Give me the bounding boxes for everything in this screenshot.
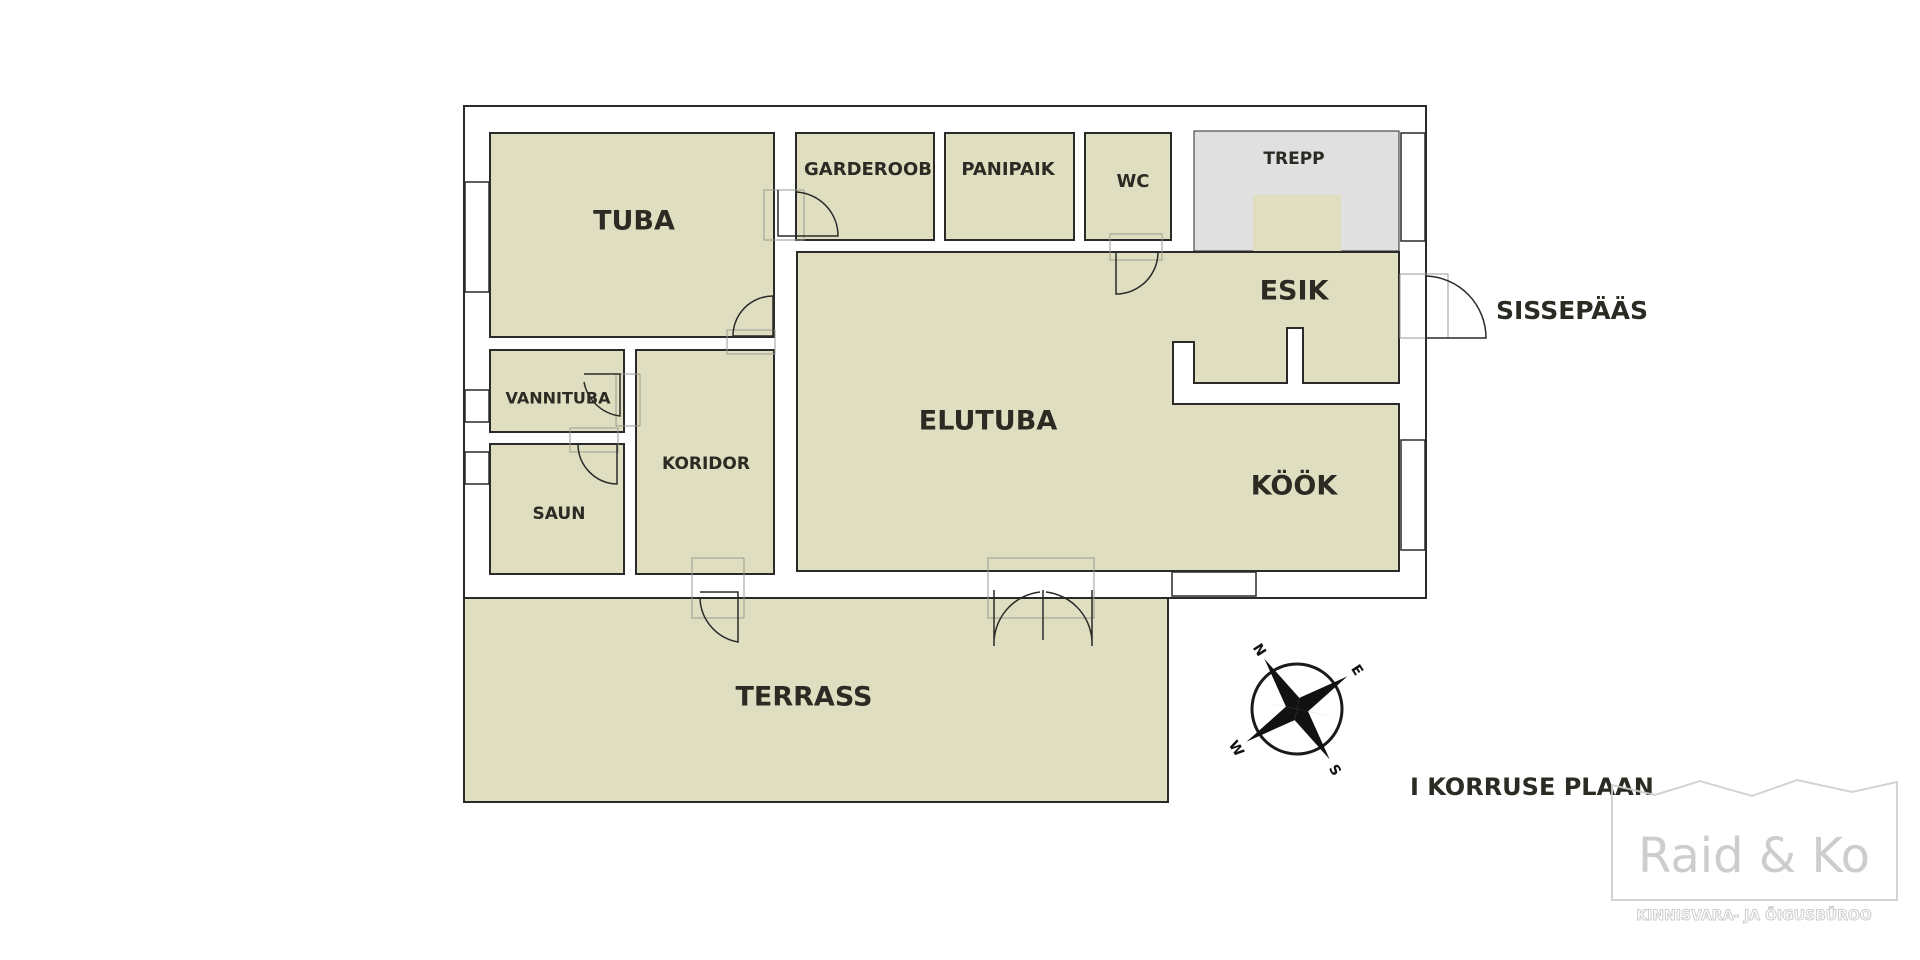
window-left-1 [464, 181, 490, 293]
label-tuba: TUBA [593, 206, 675, 237]
compass-rose: N S E W [1225, 641, 1366, 779]
label-vannituba: VANNITUBA [506, 389, 612, 408]
logo-tagline: KINNISVARA- JA ÕIGUSBÜROO [1636, 906, 1871, 924]
room-wc [1084, 132, 1172, 241]
room-elutuba-kook-esik [796, 251, 1400, 572]
door-koridor-terrace [691, 557, 745, 643]
label-terrass: TERRASS [735, 682, 872, 713]
window-right-2 [1400, 439, 1426, 551]
compass-w: W [1225, 738, 1247, 760]
door-tuba-inner [726, 295, 776, 355]
logo-name: Raid & Ko [1638, 828, 1870, 884]
room-vannituba [489, 349, 625, 433]
compass-n: N [1249, 641, 1269, 660]
room-garderoob [795, 132, 935, 241]
label-elutuba: ELUTUBA [919, 406, 1058, 437]
label-koridor: KORIDOR [662, 454, 750, 474]
window-left-2 [464, 389, 490, 423]
compass-s: S [1325, 762, 1344, 779]
window-left-3 [464, 451, 490, 485]
room-tuba [489, 132, 775, 338]
label-garderoob: GARDEROOB [804, 159, 932, 180]
terrace-area [463, 597, 1169, 803]
door-vannituba [583, 373, 641, 427]
door-tuba [763, 189, 839, 241]
room-koridor [635, 349, 775, 575]
entrance-label: SISSEPÄÄS [1496, 295, 1648, 325]
window-bottom [1171, 571, 1257, 597]
door-entrance [1399, 273, 1487, 339]
label-kook: KÖÖK [1251, 469, 1339, 502]
label-esik: ESIK [1260, 276, 1330, 307]
compass-e: E [1347, 662, 1366, 679]
label-saun: SAUN [533, 504, 586, 524]
company-logo: Raid & Ko KINNISVARA- JA ÕIGUSBÜROO [1611, 778, 1898, 925]
label-trepp: TREPP [1263, 149, 1324, 169]
room-panipaik [944, 132, 1075, 241]
stair-landing [1253, 195, 1341, 251]
window-right-1 [1400, 132, 1426, 242]
door-wc [1109, 233, 1163, 295]
door-saun [569, 427, 619, 485]
door-elutuba-terrace [987, 557, 1095, 647]
label-panipaik: PANIPAIK [961, 159, 1055, 180]
label-wc: WC [1116, 171, 1149, 192]
room-saun [489, 443, 625, 575]
floor-title: I KORRUSE PLAAN [1410, 773, 1654, 801]
